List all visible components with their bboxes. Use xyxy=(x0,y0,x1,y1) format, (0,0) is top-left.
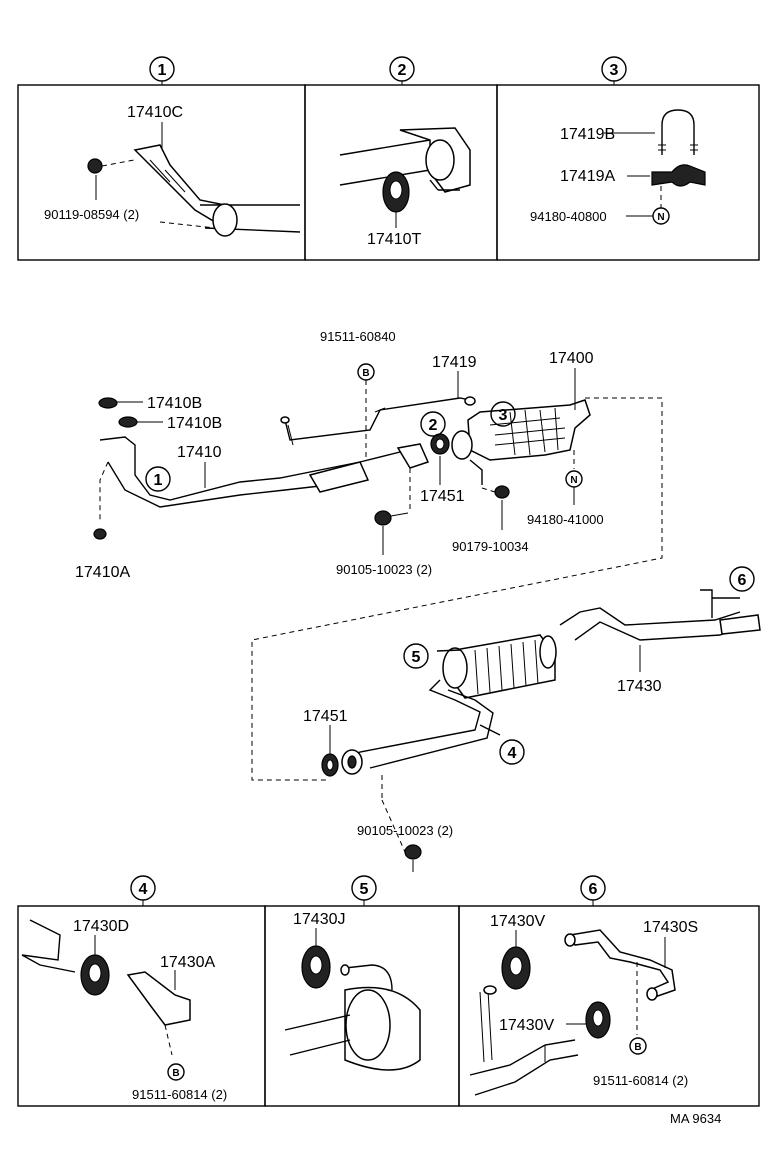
detail-box-3: 3 N 17419B 17419A 94180-40800 xyxy=(496,56,760,261)
callout-3-label: 3 xyxy=(610,62,619,79)
label-17430s: 17430S xyxy=(643,919,698,936)
detail-box-4: 4 17430D 17430A B 91511-60814 (2) xyxy=(17,875,266,1107)
gasket-17410a-icon xyxy=(93,528,107,540)
svg-text:N: N xyxy=(570,475,577,486)
label-17410c: 17410C xyxy=(127,104,183,121)
main-exploded-view: 91511-60840 B 17419 17400 3 17410B 17410… xyxy=(75,329,761,872)
callout-3-main-label: 3 xyxy=(499,407,508,424)
callout-2-main-label: 2 xyxy=(429,417,438,434)
callout-2-label: 2 xyxy=(398,62,407,79)
bolt-icon-rear xyxy=(404,844,422,860)
label-17430: 17430 xyxy=(617,678,662,695)
label-90105-10023-front: 90105-10023 (2) xyxy=(336,562,432,577)
bolt-b-icon-4 xyxy=(167,1063,185,1081)
label-17410: 17410 xyxy=(177,444,222,461)
bolt-icon-front xyxy=(374,510,392,526)
stud-nut-icon xyxy=(494,485,510,499)
label-17410t: 17410T xyxy=(367,231,421,248)
label-17419a: 17419A xyxy=(560,168,615,185)
callout-circle-2-main xyxy=(420,411,446,437)
gasket-17410b-icon-2 xyxy=(118,416,138,428)
label-17451-mid: 17451 xyxy=(420,488,465,505)
gasket-17410b-icon-1 xyxy=(98,397,118,409)
label-94180-41000: 94180-41000 xyxy=(527,512,604,527)
svg-text:B: B xyxy=(634,1042,641,1053)
label-17400: 17400 xyxy=(549,350,594,367)
detail-box-1: 1 17410C 90119-08594 (2) xyxy=(17,56,306,261)
tail-pipe-17430-shape xyxy=(559,607,741,626)
svg-text:B: B xyxy=(172,1068,179,1079)
catalytic-converter-shape xyxy=(467,399,591,461)
callout-4-label: 4 xyxy=(139,881,148,898)
svg-text:B: B xyxy=(362,368,369,379)
detail-box-2: 2 17410T xyxy=(304,56,498,261)
callout-circle-3-main xyxy=(490,401,516,427)
label-94180-40800: 94180-40800 xyxy=(530,209,607,224)
label-17419: 17419 xyxy=(432,354,477,371)
callout-5-main-label: 5 xyxy=(412,649,421,666)
label-90119-08594: 90119-08594 (2) xyxy=(44,207,139,222)
bracket-17430a-shape xyxy=(126,971,191,1026)
callout-1-label: 1 xyxy=(158,62,167,79)
label-91511-60814-4: 91511-60814 (2) xyxy=(132,1087,227,1102)
front-pipe-17410-shape xyxy=(99,436,416,501)
callout-circle-4-main xyxy=(499,739,525,765)
label-17451-rear: 17451 xyxy=(303,708,348,725)
callout-5-label: 5 xyxy=(360,881,369,898)
label-17430d: 17430D xyxy=(73,918,129,935)
footer-code: MA 9634 xyxy=(670,1111,721,1126)
label-17430a: 17430A xyxy=(160,954,215,971)
label-17430v-2: 17430V xyxy=(499,1017,554,1034)
callout-4-main-label: 4 xyxy=(508,745,517,762)
label-17410b-2: 17410B xyxy=(167,415,222,432)
label-17430v-1: 17430V xyxy=(490,913,545,930)
label-17410b-1: 17410B xyxy=(147,395,202,412)
detail-box-5: 5 17430J xyxy=(264,875,460,1107)
callout-circle-6-main xyxy=(729,566,755,592)
clamp-icon xyxy=(651,164,706,187)
callout-1-main-label: 1 xyxy=(154,472,163,489)
label-17410a: 17410A xyxy=(75,564,130,581)
label-17430j: 17430J xyxy=(293,911,346,928)
label-91511-60840: 91511-60840 xyxy=(320,329,396,344)
bolt-b-icon-6 xyxy=(629,1037,647,1055)
label-17419b: 17419B xyxy=(560,126,615,143)
label-90105-10023-rear: 90105-10023 (2) xyxy=(357,823,453,838)
bracket-17430s-shape xyxy=(568,929,676,999)
detail-box-6: 6 17430V 17430S B 91511-60814 (2) 17430V xyxy=(458,875,760,1107)
u-bolt-icon xyxy=(661,109,695,155)
callout-circle-5-main xyxy=(403,643,429,669)
svg-text:N: N xyxy=(657,212,664,223)
label-90179-10034: 90179-10034 xyxy=(452,539,529,554)
bolt-icon xyxy=(87,158,103,174)
callout-6-label: 6 xyxy=(589,881,598,898)
label-91511-60814-6: 91511-60814 (2) xyxy=(593,1073,688,1088)
callout-circle-1-main xyxy=(145,466,171,492)
callout-6-main-label: 6 xyxy=(738,572,747,589)
